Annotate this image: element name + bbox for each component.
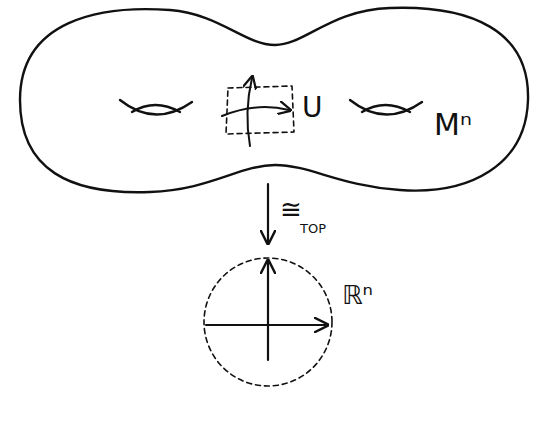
disc-outline bbox=[204, 258, 332, 386]
axis-arrow bbox=[206, 324, 326, 326]
right-hole bbox=[350, 100, 422, 115]
left-hole bbox=[132, 105, 180, 112]
right-hole bbox=[362, 105, 410, 112]
space-label: ℝⁿ bbox=[342, 282, 373, 308]
chart-patch bbox=[226, 86, 294, 134]
category-subscript: TOP bbox=[300, 222, 326, 235]
homeomorphism-symbol: ≅ bbox=[280, 196, 302, 222]
coordinate-arrow bbox=[247, 78, 252, 146]
manifold-label: Mⁿ bbox=[434, 110, 472, 140]
axis-arrow bbox=[267, 262, 269, 360]
map-arrow bbox=[267, 184, 269, 242]
left-hole bbox=[120, 100, 192, 115]
coordinate-arrow bbox=[222, 107, 289, 116]
surface-outline bbox=[20, 8, 528, 192]
patch-label: U bbox=[302, 94, 323, 122]
